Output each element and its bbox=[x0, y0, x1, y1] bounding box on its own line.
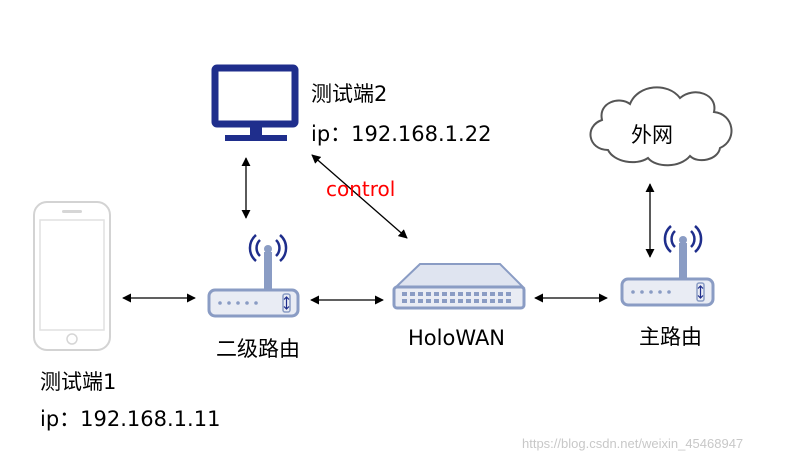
tester2-name-label: 测试端2 bbox=[311, 82, 388, 106]
phone-icon bbox=[33, 201, 111, 351]
monitor-icon bbox=[211, 64, 299, 141]
control-label: control bbox=[326, 177, 396, 201]
main-router-icon bbox=[620, 225, 715, 307]
control-link-arrow bbox=[311, 154, 408, 239]
secondary-router-label: 二级路由 bbox=[216, 337, 300, 361]
internet-label: 外网 bbox=[631, 123, 673, 147]
watermark-text: https://blog.csdn.net/weixin_45468947 bbox=[522, 436, 744, 451]
main-router-label: 主路由 bbox=[639, 325, 702, 349]
tester1-name-label: 测试端1 bbox=[40, 370, 117, 394]
cloud-icon bbox=[589, 86, 733, 167]
holowan-device-icon bbox=[392, 263, 526, 310]
tester2-ip-label: ip：192.168.1.22 bbox=[311, 122, 492, 146]
secondary-router-icon bbox=[207, 234, 300, 318]
holowan-label: HoloWAN bbox=[408, 326, 506, 350]
tester1-ip-label: ip：192.168.1.11 bbox=[40, 407, 221, 431]
